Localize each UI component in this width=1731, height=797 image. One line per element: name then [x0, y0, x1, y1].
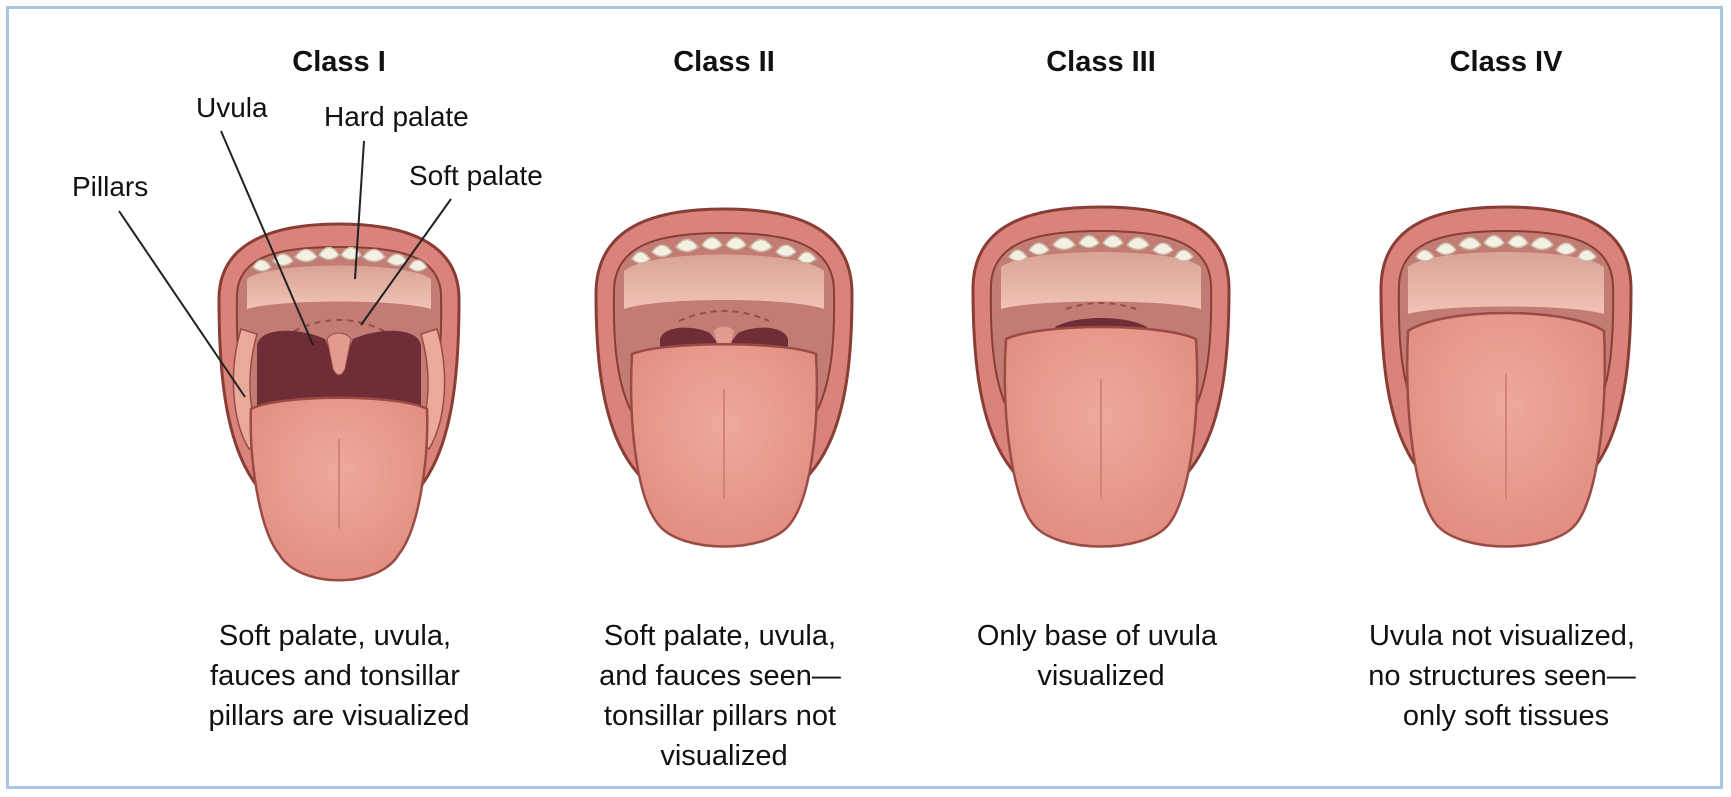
- panel-title: Class I: [292, 46, 386, 78]
- label-soft-palate: Soft palate: [409, 160, 543, 191]
- label-pillars: Pillars: [72, 171, 148, 202]
- mouth-illustration: [219, 224, 459, 580]
- panel-title: Class IV: [1450, 46, 1563, 78]
- hard-palate: [1408, 252, 1604, 314]
- mouth-illustration: [973, 207, 1229, 547]
- panel-caption: Uvula not visualized, no structures seen…: [1368, 620, 1644, 732]
- panel-class-4: Class IV Uvula not visualized, no struct…: [1368, 46, 1644, 732]
- label-hard-palate: Hard palate: [324, 101, 469, 132]
- panel-caption: Only base of uvula visualized: [977, 620, 1225, 692]
- panel-caption: Soft palate, uvula, fauces and tonsillar…: [208, 620, 469, 732]
- diagram-frame: Class I Uvula Hard palate Soft palate: [6, 6, 1723, 789]
- panel-class-2: Class II Soft palate, uvula, and fauces …: [596, 46, 852, 772]
- panel-class-3: Class III Only base of uvula visualized: [973, 46, 1229, 692]
- label-uvula: Uvula: [196, 92, 268, 123]
- mallampati-diagram: Class I Uvula Hard palate Soft palate: [9, 9, 1720, 786]
- panel-caption: Soft palate, uvula, and fauces seen— ton…: [599, 620, 849, 772]
- hard-palate: [1001, 252, 1201, 309]
- panel-title: Class II: [673, 46, 775, 78]
- panel-title: Class III: [1046, 46, 1156, 78]
- panel-class-1: Class I Uvula Hard palate Soft palate: [72, 46, 543, 732]
- mouth-illustration: [596, 209, 852, 547]
- mouth-illustration: [1381, 207, 1631, 547]
